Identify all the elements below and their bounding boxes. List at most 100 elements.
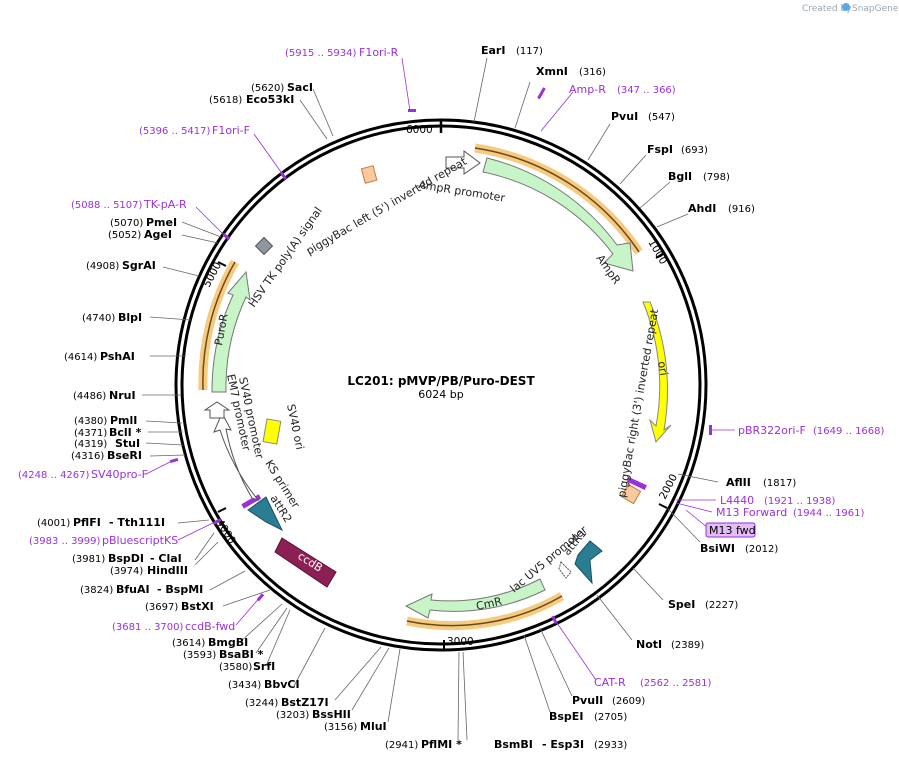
ampr-promoter-feature[interactable] (445, 150, 481, 175)
primer-name-f1ori-f[interactable]: F1ori-F (212, 124, 250, 137)
cmr-label: CmR (475, 595, 504, 613)
ori-feature[interactable] (642, 301, 672, 444)
f1ori-r-primer-arrow (408, 109, 416, 112)
site-name-bfuai[interactable]: BfuAI (116, 583, 150, 596)
site-name-eari[interactable]: EarI (481, 44, 505, 57)
site-name-noti[interactable]: NotI (636, 638, 662, 651)
site-name-aflii[interactable]: AflII (726, 476, 751, 489)
site-pos-bsabi: (3593) (183, 650, 216, 661)
primer-name-ccdb-fwd[interactable]: ccdB-fwd (185, 620, 235, 633)
primer-name-tk-pa-r[interactable]: TK-pA-R (143, 198, 187, 211)
primer-name-m13-forward[interactable]: M13 Forward (716, 506, 787, 519)
site-name-bspdi[interactable]: BspDI (108, 552, 144, 565)
plasmid-title: LC201: pMVP/PB/Puro-DEST (347, 374, 535, 388)
site-name-bstxi[interactable]: BstXI (181, 600, 214, 613)
site-pos-pflfi: (4001) (37, 518, 70, 529)
site-name-bsabi[interactable]: BsaBI * (219, 648, 264, 661)
attr2-feature[interactable] (247, 496, 284, 532)
sv40-ori-feature[interactable] (262, 418, 282, 445)
site-pos-eco53ki: (5618) (209, 95, 242, 106)
attr1-feature[interactable] (574, 540, 603, 585)
site-name-pflmi[interactable]: PflMI * (421, 738, 462, 751)
site-pos-pvui: (547) (648, 112, 675, 123)
site-name-bbvci[interactable]: BbvCI (264, 678, 300, 691)
primer-pos-tk-pa-r: (5088 .. 5107) (71, 200, 143, 211)
site-name-bgli[interactable]: BglI (668, 170, 692, 183)
site-pos-bsshii: (3203) (276, 710, 309, 721)
piggybac-right-ir[interactable] (620, 483, 642, 505)
site-name-pvui[interactable]: PvuI (611, 110, 638, 123)
site-name-agei[interactable]: AgeI (144, 228, 172, 241)
site-pos-pshai: (4614) (64, 352, 97, 363)
primer-name-l4440[interactable]: L4440 (720, 494, 754, 507)
site-name-bseri[interactable]: BseRI (107, 449, 142, 462)
primer-name-sv40pro-f[interactable]: SV40pro-F (91, 468, 148, 481)
primer-name-cat-r[interactable]: CAT-R (594, 676, 626, 689)
site-name-mlui[interactable]: MluI (360, 720, 387, 733)
tick-label-2000: 2000 (657, 472, 680, 501)
primer-pos-amp-r: (347 .. 366) (617, 85, 676, 96)
hsv-tk-polya-feature[interactable] (254, 236, 274, 256)
site-name-nrui[interactable]: NruI (109, 389, 136, 402)
site-name-srfi[interactable]: SrfI (253, 660, 275, 673)
site-name-bsshii[interactable]: BssHII (312, 708, 351, 721)
primer-name-f1ori-r[interactable]: F1ori-R (359, 46, 399, 59)
site-name-sgrai[interactable]: SgrAI (122, 259, 156, 272)
site-name-bspei[interactable]: BspEI (549, 710, 583, 723)
primer-name-amp-r[interactable]: Amp-R (569, 83, 606, 96)
site-pos-bstz17i: (3244) (245, 698, 278, 709)
site-name-bcli[interactable]: BclI * (109, 426, 142, 439)
site-name-pshai[interactable]: PshAI (100, 350, 135, 363)
site-pos-bbvci: (3434) (228, 680, 261, 691)
site-pos-spei: (2227) (705, 600, 738, 611)
primer-pos-ccdb-fwd: (3681 .. 3700) (112, 622, 184, 633)
site-name-fspi[interactable]: FspI (647, 143, 673, 156)
primer-pos-f1ori-r: (5915 .. 5934) (285, 48, 357, 59)
site-name-hindiii[interactable]: HindIII (147, 564, 188, 577)
sv40-ori-label: SV40 ori (284, 403, 306, 451)
site-name-bspmi[interactable]: - BspMI (157, 583, 203, 596)
site-pos-pmei: (5070) (110, 218, 143, 229)
pbr322ori-primer-arrow (626, 476, 647, 490)
site-name-esp3i[interactable]: - Esp3I (542, 738, 584, 751)
ampr-feature[interactable] (482, 157, 634, 272)
cmr-feature[interactable] (404, 578, 546, 619)
site-name-bmgbi[interactable]: BmgBI (208, 636, 248, 649)
em7-promoter-feature[interactable] (213, 411, 260, 502)
site-name-xmni[interactable]: XmnI (536, 65, 568, 78)
site-name-tth111i[interactable]: - Tth111I (109, 516, 165, 529)
primer-name-pbluescriptks[interactable]: pBluescriptKS (102, 534, 178, 547)
primer-pos-cat-r: (2562 .. 2581) (640, 678, 712, 689)
site-name-pflfi[interactable]: PflFI (73, 516, 101, 529)
site-name-bstz17i[interactable]: BstZ17I (281, 696, 329, 709)
ccdb-feature[interactable] (274, 537, 337, 588)
site-name-eco53ki[interactable]: Eco53kI (246, 93, 294, 106)
site-pos-agei: (5052) (108, 230, 141, 241)
sv40-promoter-feature[interactable] (203, 401, 231, 419)
site-name-saci[interactable]: SacI (287, 81, 313, 94)
lac-uv5-promoter-feature[interactable] (558, 561, 572, 579)
site-pos-fspi: (693) (681, 145, 708, 156)
puror-label: PuroR (212, 312, 230, 346)
site-pos-bspei: (2705) (594, 712, 627, 723)
site-name-bsmbi[interactable]: BsmBI (494, 738, 533, 751)
primer-pos-pbluescriptks: (3983 .. 3999) (29, 536, 101, 547)
site-name-pmli[interactable]: PmlI (110, 414, 137, 427)
site-name-pvuii[interactable]: PvuII (572, 694, 603, 707)
site-pos-stui: (4319) (74, 439, 107, 450)
puror-feature[interactable] (211, 270, 251, 393)
site-name-spei[interactable]: SpeI (668, 598, 695, 611)
site-name-blpi[interactable]: BlpI (118, 311, 142, 324)
snapgene-text: SnapGene (852, 4, 899, 14)
m13-fwd-badge[interactable] (705, 522, 756, 538)
primer-name-pbr322ori-f[interactable]: pBR322ori-F (738, 424, 806, 437)
site-name-ahdi[interactable]: AhdI (688, 202, 716, 215)
site-name-clai[interactable]: - ClaI (150, 552, 182, 565)
piggybac-left-ir[interactable] (360, 165, 378, 184)
primer-pos-m13-forward: (1944 .. 1961) (793, 508, 865, 519)
tick-marks (217, 120, 668, 650)
site-pos-blpi: (4740) (82, 313, 115, 324)
site-name-bsiwi[interactable]: BsiWI (700, 542, 735, 555)
site-name-pmei[interactable]: PmeI (146, 216, 177, 229)
site-name-stui[interactable]: StuI (115, 437, 140, 450)
